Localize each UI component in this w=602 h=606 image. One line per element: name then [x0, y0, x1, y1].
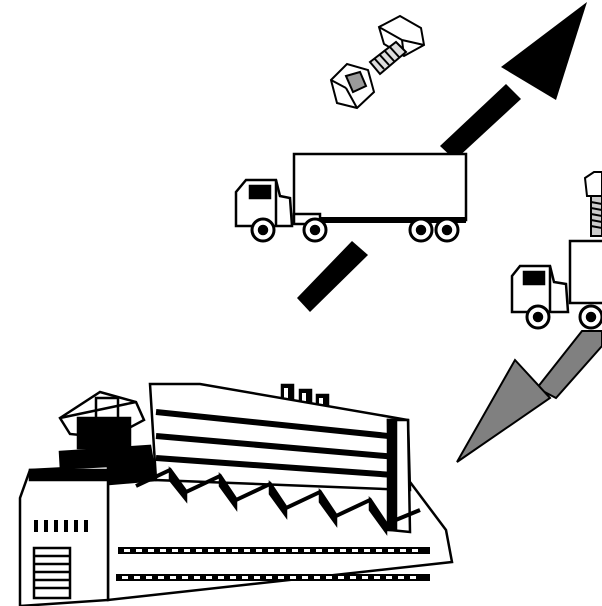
truck-icon [512, 241, 602, 328]
bolt-icon [585, 172, 602, 236]
factory-icon [20, 384, 452, 606]
inbound-arrow-icon [457, 331, 602, 462]
truck-icon [236, 154, 466, 241]
bolt-and-nut-icon [331, 16, 424, 108]
